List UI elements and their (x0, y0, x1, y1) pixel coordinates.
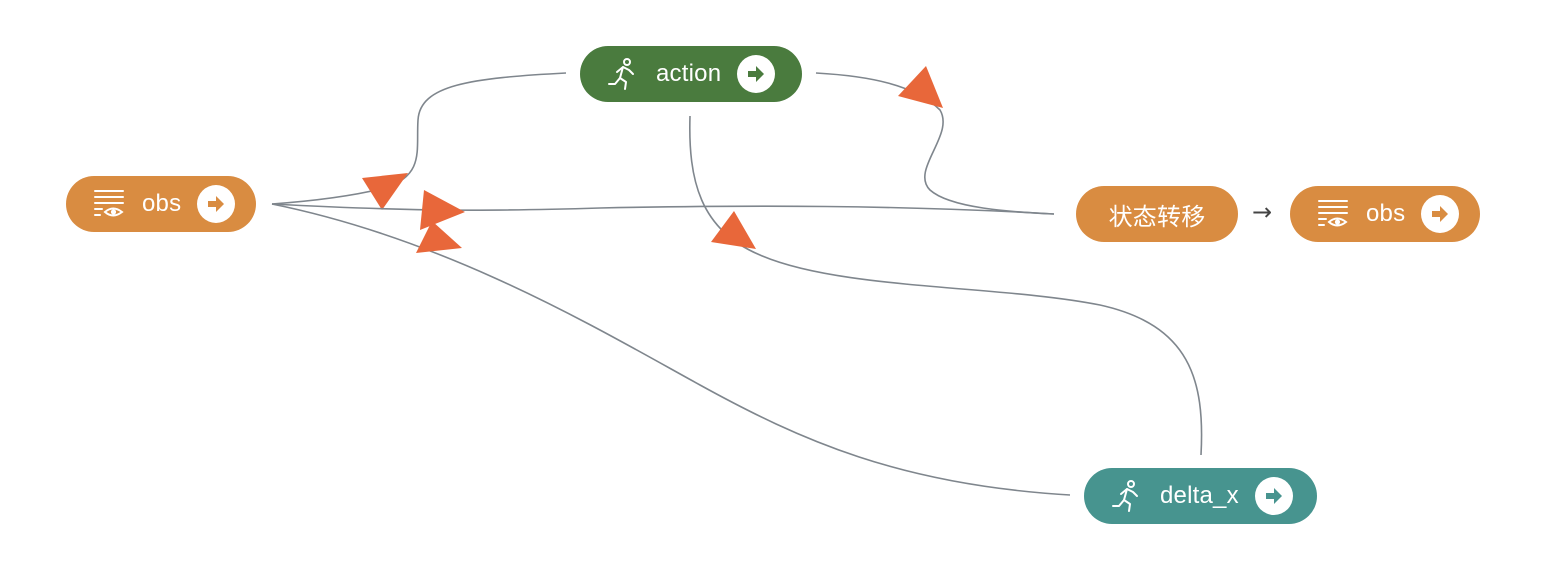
obs-node[interactable]: obs (66, 176, 256, 232)
running-person-icon (606, 57, 640, 91)
goto-arrow-icon[interactable] (737, 55, 776, 93)
obs-node[interactable]: obs (1290, 186, 1480, 242)
node-label: action (656, 60, 722, 87)
edge-action-to-transition (815, 72, 1055, 215)
edge-arrowhead (898, 66, 943, 108)
running-person-icon (1110, 479, 1144, 513)
goto-arrow-icon[interactable] (197, 185, 236, 223)
node-label: obs (1366, 200, 1406, 227)
node-label: obs (142, 190, 182, 217)
observation-icon (1316, 197, 1350, 231)
edge-arrowhead (711, 211, 756, 249)
right-arrow-separator: → (1252, 198, 1273, 226)
edge-arrowhead (416, 221, 462, 253)
goto-arrow-icon[interactable] (1421, 195, 1460, 233)
edge-action-to-obs (271, 72, 567, 205)
goto-arrow-icon[interactable] (1254, 477, 1293, 515)
edge-delta-to-obs (271, 203, 1071, 496)
edge-arrowhead (420, 190, 465, 230)
node-label: 状态转移 (1108, 202, 1206, 231)
action-node[interactable]: action (580, 46, 802, 102)
delta-x-node[interactable]: delta_x (1084, 468, 1317, 524)
edge-action-to-delta (688, 115, 1203, 456)
edge-transition-to-obs (271, 203, 1055, 215)
node-label: delta_x (1160, 482, 1239, 509)
observation-icon (92, 187, 126, 221)
edge-arrowhead (362, 173, 408, 210)
state-transition-node[interactable]: 状态转移 (1076, 186, 1238, 242)
